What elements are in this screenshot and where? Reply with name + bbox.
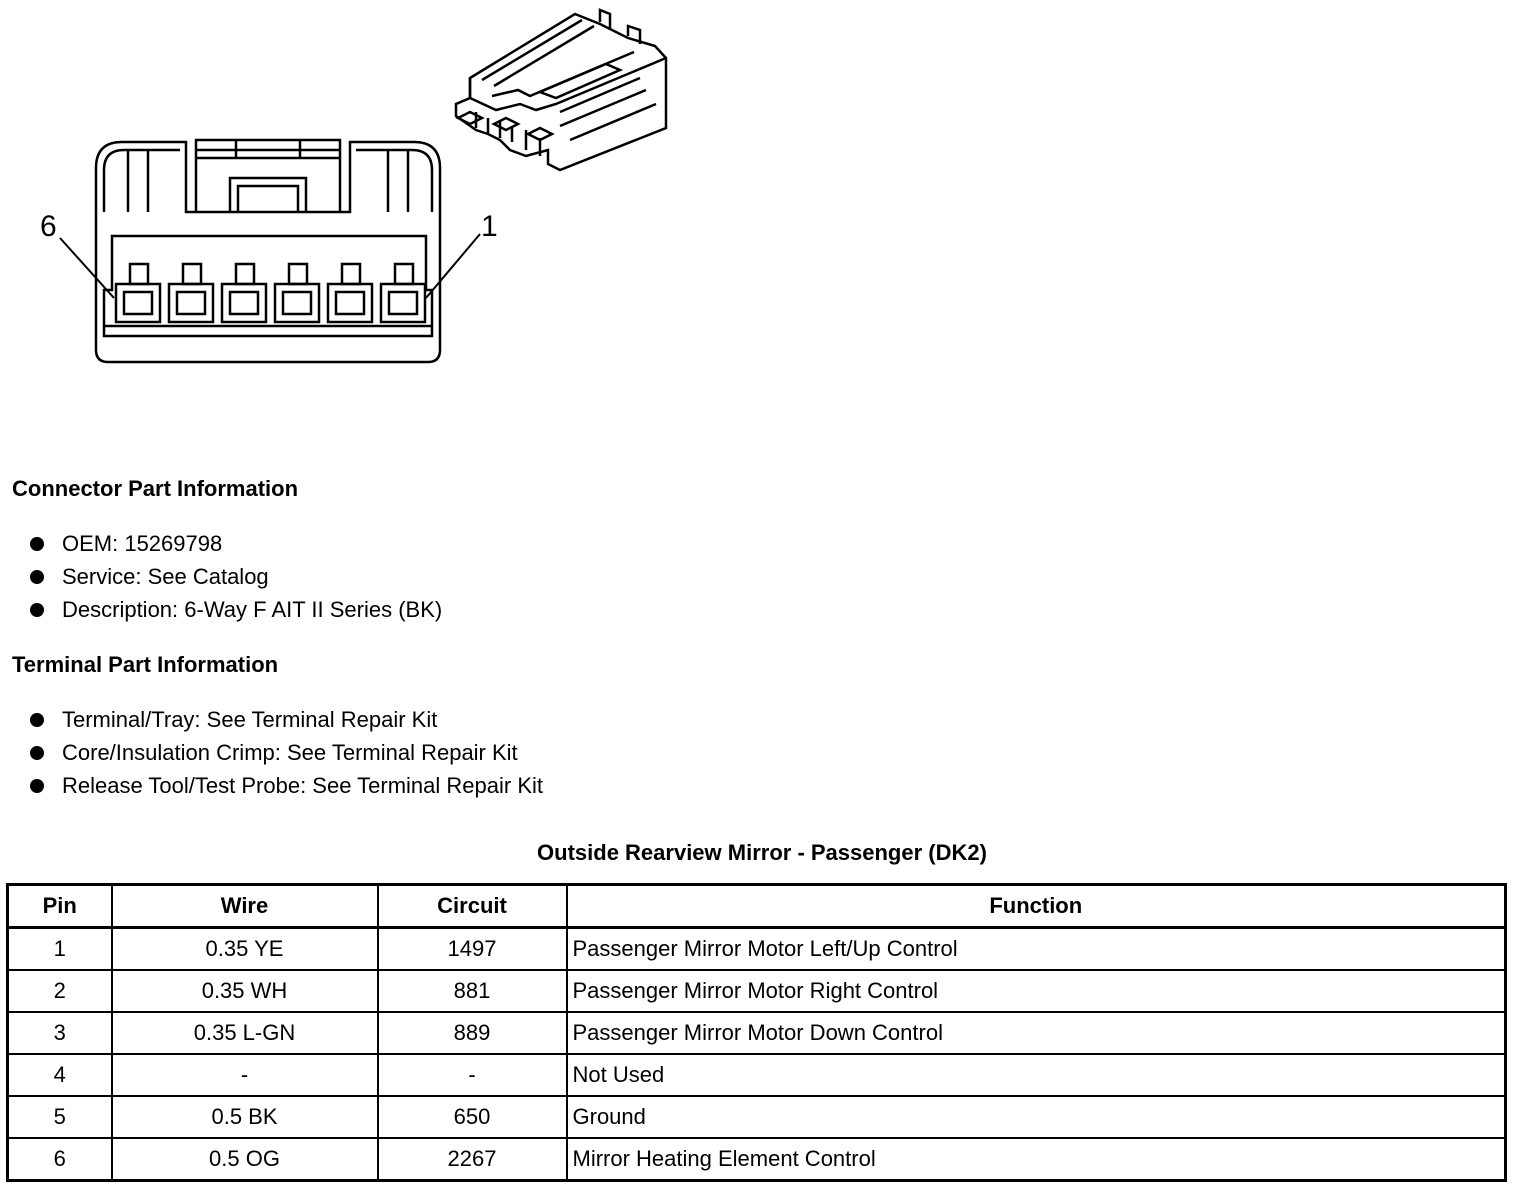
terminal-cavity [379,262,427,324]
bullet-icon [30,745,44,760]
function-cell: Mirror Heating Element Control [565,1137,1507,1182]
terminal-cavity [167,262,215,324]
oem-info: OEM: 15269798 [62,531,223,556]
column-header-circuit: Circuit [376,883,568,929]
terminal-cavity [326,262,374,324]
function-cell: Passenger Mirror Motor Down Control [565,1011,1507,1055]
pin-cell: 4 [6,1053,113,1097]
terminal-part-info-heading: Terminal Part Information [12,652,279,677]
connector-part-info-heading: Connector Part Information [12,476,299,501]
service-info: Service: See Catalog [62,564,269,589]
connector-part-info-list: OEM: 15269798 Service: See Catalog Descr… [30,527,442,626]
pin-cell: 6 [6,1137,113,1182]
pin-6-label: 6 [40,210,57,243]
table-header-row: Pin Wire Circuit Function [6,883,1507,929]
list-item: Release Tool/Test Probe: See Terminal Re… [30,769,543,802]
wire-cell: 0.5 BK [110,1095,379,1139]
terminal-cavity [220,262,268,324]
bullet-icon [30,536,44,551]
column-header-wire: Wire [110,883,379,929]
bullet-icon [30,569,44,584]
wire-cell: 0.5 OG [110,1137,379,1182]
circuit-cell: 1497 [376,926,568,971]
circuit-cell: - [376,1053,568,1097]
function-cell: Ground [565,1095,1507,1139]
column-header-function: Function [565,883,1507,929]
terminal-cavities [114,262,427,324]
list-item: Service: See Catalog [30,560,442,593]
function-cell: Passenger Mirror Motor Left/Up Control [565,926,1507,971]
terminal-part-info-list: Terminal/Tray: See Terminal Repair Kit C… [30,703,543,802]
circuit-cell: 889 [376,1011,568,1055]
pin-callouts [59,233,481,299]
circuit-cell: 2267 [376,1137,568,1182]
table-title: Outside Rearview Mirror - Passenger (DK2… [537,840,987,865]
description-info: Description: 6-Way F AIT II Series (BK) [62,597,443,622]
list-item: Terminal/Tray: See Terminal Repair Kit [30,703,543,736]
bullet-icon [30,778,44,793]
circuit-cell: 881 [376,969,568,1013]
list-item: OEM: 15269798 [30,527,442,560]
wire-cell: 0.35 L-GN [110,1011,379,1055]
pin-cell: 3 [6,1011,113,1055]
bullet-icon [30,602,44,617]
connector-diagram: 6 1 [40,8,668,364]
list-item: Description: 6-Way F AIT II Series (BK) [30,593,442,626]
column-header-pin: Pin [6,883,113,929]
connector-isometric-view [454,8,668,172]
pin-cell: 5 [6,1095,113,1139]
bullet-icon [30,712,44,727]
function-cell: Not Used [565,1053,1507,1097]
table-row: 4--Not Used [6,1053,1507,1097]
connector-face-view [94,138,442,364]
function-cell: Passenger Mirror Motor Right Control [565,969,1507,1013]
terminal-cavity [114,262,162,324]
crimp-info: Core/Insulation Crimp: See Terminal Repa… [62,740,518,765]
wire-cell: 0.35 YE [110,926,379,971]
circuit-cell: 650 [376,1095,568,1139]
terminal-tray-info: Terminal/Tray: See Terminal Repair Kit [62,707,438,732]
release-tool-info: Release Tool/Test Probe: See Terminal Re… [62,773,543,798]
wire-cell: 0.35 WH [110,969,379,1013]
list-item: Core/Insulation Crimp: See Terminal Repa… [30,736,543,769]
pin-cell: 1 [6,926,113,971]
terminal-cavity [273,262,321,324]
wire-cell: - [110,1053,379,1097]
pin-1-label: 1 [481,210,498,243]
pin-cell: 2 [6,969,113,1013]
